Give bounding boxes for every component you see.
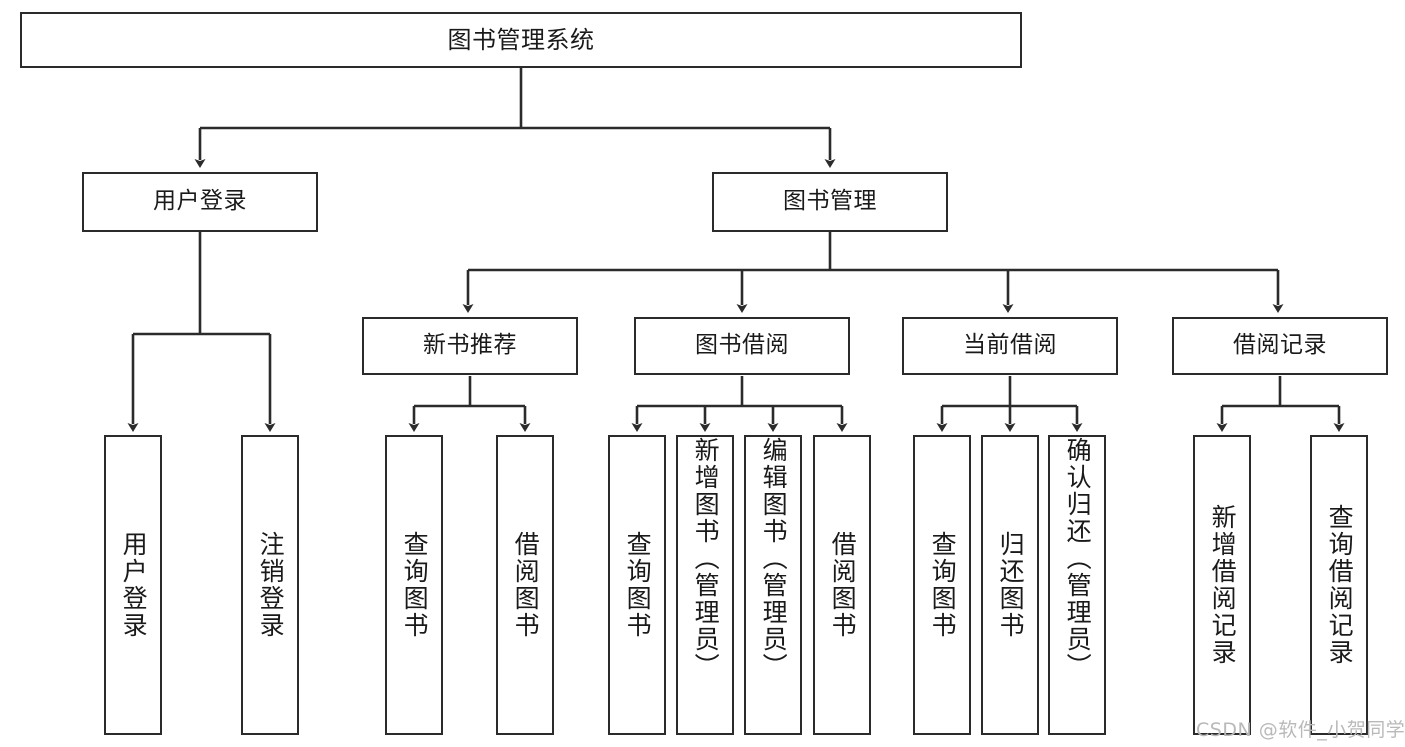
- node-borrow-record[interactable]: 借阅记录: [1172, 317, 1388, 375]
- node-leaf-return-book-label: 归还图书: [996, 531, 1026, 639]
- node-leaf-query-book-2[interactable]: 查询图书: [608, 435, 666, 735]
- node-book-management-label: 图书管理: [783, 188, 877, 215]
- node-user-login[interactable]: 用户登录: [82, 172, 318, 232]
- node-leaf-confirm-return-label: 确认归还（管理员）: [1063, 437, 1093, 680]
- node-leaf-borrow-book-1[interactable]: 借阅图书: [496, 435, 554, 735]
- node-book-management[interactable]: 图书管理: [712, 172, 948, 232]
- node-leaf-add-book-label: 新增图书（管理员）: [691, 437, 721, 680]
- node-leaf-add-book[interactable]: 新增图书（管理员）: [676, 435, 734, 735]
- node-leaf-edit-book-label: 编辑图书（管理员）: [759, 437, 789, 680]
- node-leaf-borrow-book-1-label: 借阅图书: [511, 531, 541, 639]
- node-leaf-query-book-1[interactable]: 查询图书: [385, 435, 443, 735]
- node-borrow-record-label: 借阅记录: [1233, 332, 1327, 359]
- node-leaf-confirm-return[interactable]: 确认归还（管理员）: [1048, 435, 1106, 735]
- node-current-borrow[interactable]: 当前借阅: [902, 317, 1118, 375]
- node-user-login-label: 用户登录: [153, 188, 247, 215]
- node-leaf-query-record[interactable]: 查询借阅记录: [1310, 435, 1368, 735]
- node-leaf-logout[interactable]: 注销登录: [241, 435, 299, 735]
- node-leaf-user-login-label: 用户登录: [119, 531, 149, 639]
- node-leaf-query-book-1-label: 查询图书: [400, 531, 430, 639]
- node-leaf-query-book-3-label: 查询图书: [928, 531, 958, 639]
- node-leaf-add-record-label: 新增借阅记录: [1208, 504, 1238, 666]
- node-leaf-logout-label: 注销登录: [256, 531, 286, 639]
- node-book-borrow[interactable]: 图书借阅: [634, 317, 850, 375]
- node-leaf-edit-book[interactable]: 编辑图书（管理员）: [744, 435, 802, 735]
- node-root-label: 图书管理系统: [447, 25, 595, 54]
- node-book-borrow-label: 图书借阅: [695, 332, 789, 359]
- node-root[interactable]: 图书管理系统: [20, 12, 1022, 68]
- watermark: CSDN @软件_小贺同学: [1196, 719, 1405, 741]
- node-leaf-query-book-2-label: 查询图书: [623, 531, 653, 639]
- node-leaf-borrow-book-2[interactable]: 借阅图书: [813, 435, 871, 735]
- node-leaf-query-book-3[interactable]: 查询图书: [913, 435, 971, 735]
- node-leaf-user-login[interactable]: 用户登录: [104, 435, 162, 735]
- node-leaf-add-record[interactable]: 新增借阅记录: [1193, 435, 1251, 735]
- node-new-book-recommend[interactable]: 新书推荐: [362, 317, 578, 375]
- node-leaf-borrow-book-2-label: 借阅图书: [828, 531, 858, 639]
- node-leaf-return-book[interactable]: 归还图书: [981, 435, 1039, 735]
- node-new-book-recommend-label: 新书推荐: [423, 332, 517, 359]
- node-leaf-query-record-label: 查询借阅记录: [1325, 504, 1355, 666]
- node-current-borrow-label: 当前借阅: [963, 332, 1057, 359]
